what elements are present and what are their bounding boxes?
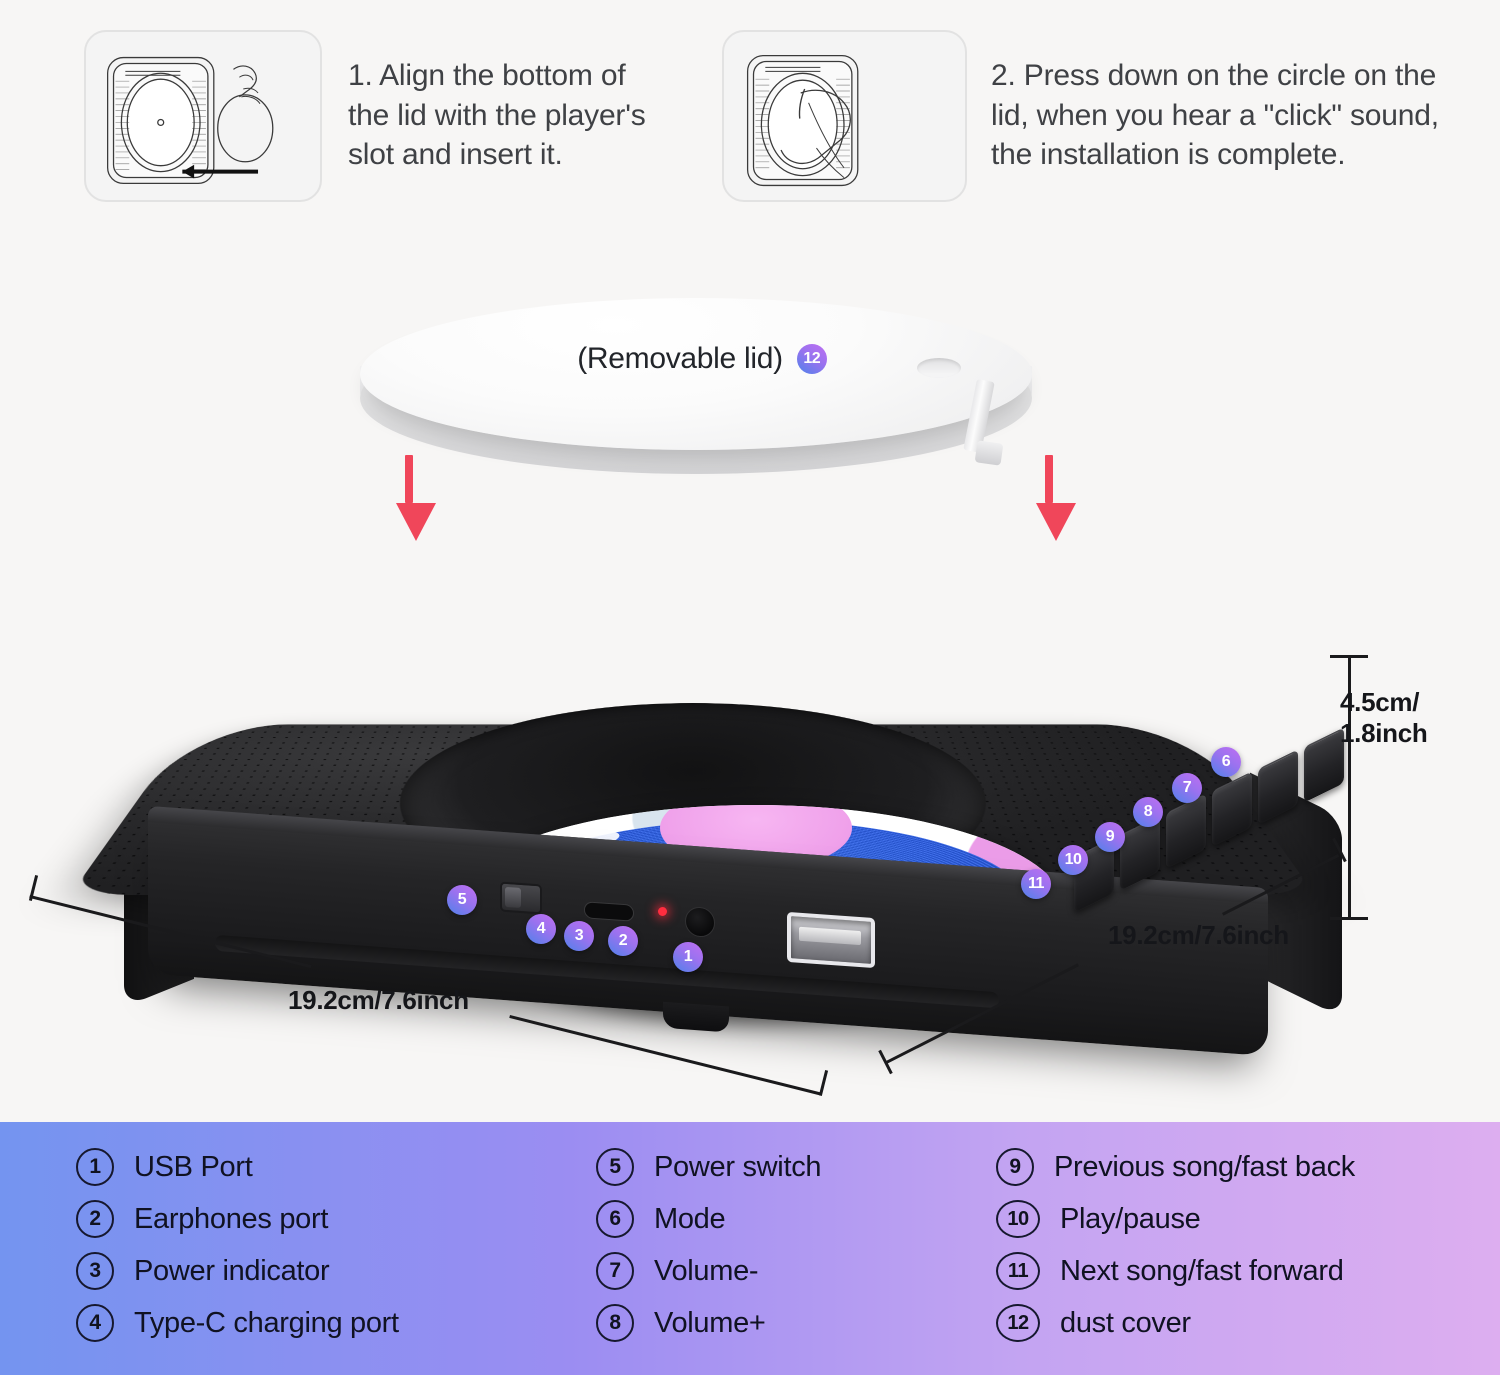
callout-badge-6: 6 — [1211, 747, 1241, 777]
legend-item-8: 8 Volume+ — [596, 1304, 996, 1342]
legend-label-previous-song: Previous song/fast back — [1054, 1150, 1355, 1183]
legend-label-usb-port: USB Port — [134, 1150, 253, 1183]
legend-label-mode: Mode — [654, 1202, 726, 1235]
legend-label-volume-down: Volume- — [654, 1254, 759, 1287]
legend-item-11: 11 Next song/fast forward — [996, 1252, 1500, 1290]
button-previous-song[interactable] — [1166, 793, 1206, 869]
lid-latch-foot — [974, 440, 1004, 466]
callout-badge-9: 9 — [1095, 822, 1125, 852]
player-foot — [663, 1001, 730, 1033]
button-volume-up[interactable] — [1212, 771, 1252, 847]
legend-grid: 1 USB Port 5 Power switch 9 Previous son… — [0, 1148, 1500, 1342]
legend-item-12: 12 dust cover — [996, 1304, 1500, 1342]
legend-item-6: 6 Mode — [596, 1200, 996, 1238]
insert-arrow-right-icon — [1036, 455, 1076, 541]
legend-number-5: 5 — [596, 1148, 634, 1186]
instruction-step-2: 2. Press down on the circle on the lid, … — [722, 30, 1439, 202]
callout-badge-11: 11 — [1021, 869, 1051, 899]
legend-label-next-song: Next song/fast forward — [1060, 1254, 1344, 1287]
power-indicator-led — [658, 907, 667, 916]
player-insert-lid-diagram — [106, 56, 274, 185]
legend-number-7: 7 — [596, 1252, 634, 1290]
dim-width-label: 19.2cm/7.6inch — [288, 985, 469, 1015]
button-play-pause[interactable] — [1120, 815, 1160, 891]
legend-item-3: 3 Power indicator — [76, 1252, 596, 1290]
callout-badge-4: 4 — [526, 914, 556, 944]
step-1-text: 1. Align the bottom of the lid with the … — [348, 59, 646, 172]
legend-number-10: 10 — [996, 1200, 1040, 1238]
dim-height-line — [1348, 655, 1351, 920]
legend-item-1: 1 USB Port — [76, 1148, 596, 1186]
instruction-strip: 1. Align the bottom of the lid with the … — [0, 0, 1500, 225]
legend-number-1: 1 — [76, 1148, 114, 1186]
legend-number-9: 9 — [996, 1148, 1034, 1186]
callout-badge-12: 12 — [796, 344, 827, 374]
power-switch[interactable] — [500, 881, 542, 915]
legend-label-type-c-port: Type-C charging port — [134, 1306, 399, 1339]
callout-badge-7: 7 — [1172, 773, 1202, 803]
legend-item-10: 10 Play/pause — [996, 1200, 1500, 1238]
legend-number-2: 2 — [76, 1200, 114, 1238]
usb-port[interactable] — [787, 911, 875, 969]
legend-number-6: 6 — [596, 1200, 634, 1238]
callout-badge-8: 8 — [1133, 797, 1163, 827]
callout-badge-2: 2 — [608, 926, 638, 956]
legend-item-2: 2 Earphones port — [76, 1200, 596, 1238]
legend-item-5: 5 Power switch — [596, 1148, 996, 1186]
removable-lid-text: (Removable lid) — [577, 342, 783, 375]
step-2-illustration — [722, 30, 967, 202]
legend-label-play-pause: Play/pause — [1060, 1202, 1201, 1235]
button-mode[interactable] — [1304, 727, 1344, 803]
legend-label-power-indicator: Power indicator — [134, 1254, 330, 1287]
dim-width-tick-right — [818, 1070, 829, 1096]
type-c-charging-port[interactable] — [584, 901, 634, 922]
step-2-text: 2. Press down on the circle on the lid, … — [991, 59, 1439, 172]
callout-badge-5: 5 — [447, 885, 477, 915]
legend-number-3: 3 — [76, 1252, 114, 1290]
legend-label-volume-up: Volume+ — [654, 1306, 766, 1339]
legend-item-4: 4 Type-C charging port — [76, 1304, 596, 1342]
legend-label-dust-cover: dust cover — [1060, 1306, 1191, 1339]
dim-height-tick-bot — [1330, 917, 1368, 920]
lid-top-surface — [360, 298, 1032, 450]
lid-dimple — [917, 358, 961, 378]
button-volume-down[interactable] — [1258, 749, 1298, 825]
parts-legend: 1 USB Port 5 Power switch 9 Previous son… — [0, 1122, 1500, 1375]
callout-badge-10: 10 — [1058, 845, 1088, 875]
legend-item-9: 9 Previous song/fast back — [996, 1148, 1500, 1186]
callout-badge-1: 1 — [673, 942, 703, 972]
dim-depth-label: 19.2cm/7.6inch — [1108, 920, 1289, 950]
instruction-step-1: 1. Align the bottom of the lid with the … — [84, 30, 646, 202]
dim-height-label: 4.5cm/ 1.8inch — [1340, 687, 1428, 748]
legend-number-8: 8 — [596, 1304, 634, 1342]
legend-label-power-switch: Power switch — [654, 1150, 822, 1183]
legend-item-7: 7 Volume- — [596, 1252, 996, 1290]
cd-player-body — [60, 495, 1344, 1057]
removable-lid: (Removable lid) 12 — [352, 270, 1052, 500]
player-press-lid-diagram — [746, 54, 859, 187]
legend-label-earphones-port: Earphones port — [134, 1202, 329, 1235]
insert-arrow-left-icon — [396, 455, 436, 541]
step-1-illustration — [84, 30, 322, 202]
removable-lid-label-group: (Removable lid) 12 — [352, 342, 1052, 376]
legend-number-4: 4 — [76, 1304, 114, 1342]
side-button-bank — [1060, 725, 1360, 913]
legend-number-11: 11 — [996, 1252, 1040, 1290]
dim-height-tick-top — [1330, 655, 1368, 658]
legend-number-12: 12 — [996, 1304, 1040, 1342]
product-stage: (Removable lid) 12 — [0, 225, 1500, 1115]
callout-badge-3: 3 — [564, 921, 594, 951]
